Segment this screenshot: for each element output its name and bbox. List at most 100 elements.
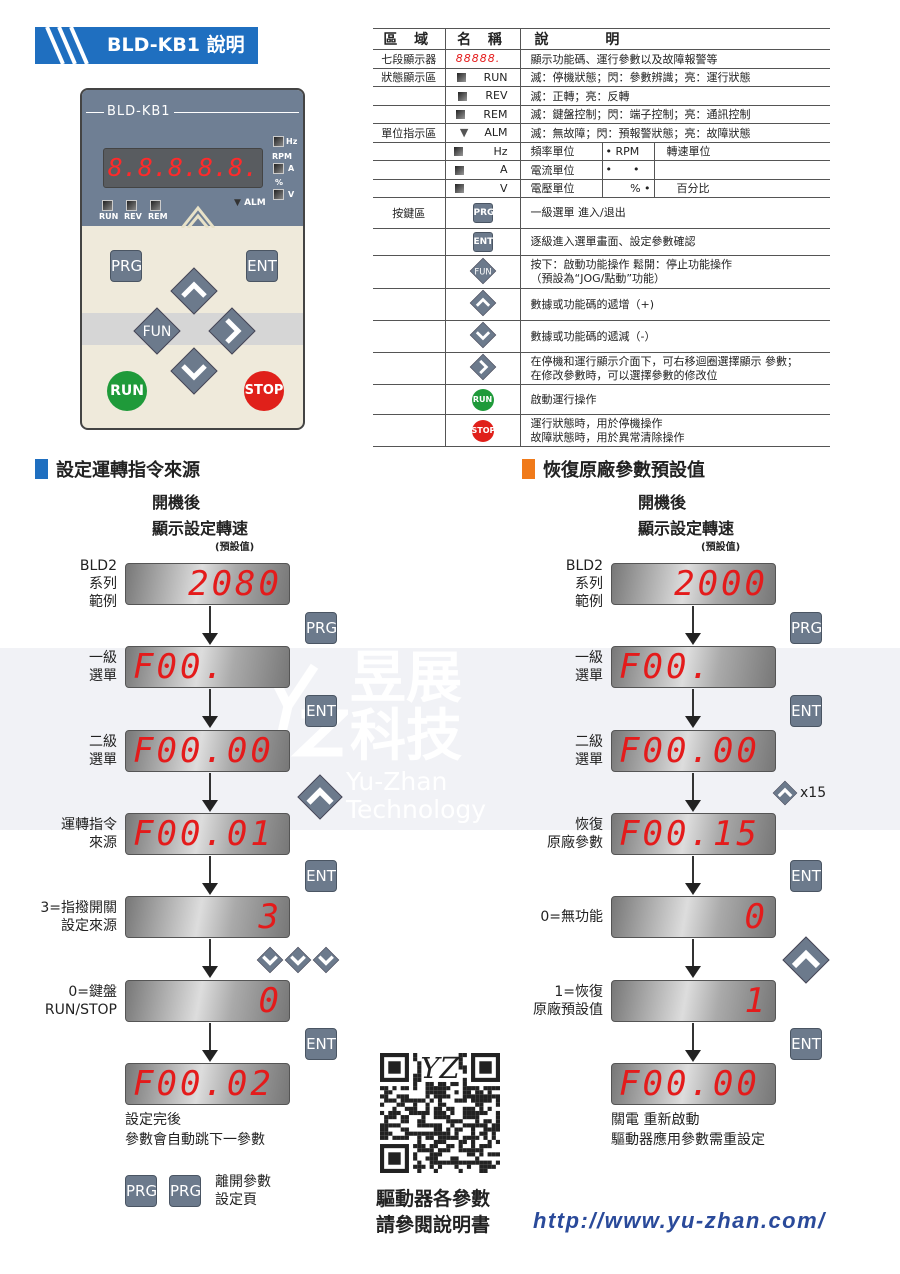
label-line: 系列 <box>89 576 117 592</box>
exit-label-line: 設定頁 <box>215 1192 257 1208</box>
qr-logo: YZ <box>420 1053 460 1085</box>
seven-segment-display: F00.00 <box>619 1064 760 1104</box>
step-display: F00.00 <box>611 730 776 772</box>
step-display: 2080 <box>125 563 290 605</box>
triangle-icon: ▼ <box>459 126 469 140</box>
rem-led-label: REM <box>148 212 168 221</box>
arrow-head-icon <box>685 633 701 645</box>
right-section-heading: 恢復原廠參數預設值 <box>522 456 705 482</box>
ent-key[interactable]: ENT <box>246 250 278 282</box>
step-display: F00.00 <box>611 1063 776 1105</box>
prg-button[interactable]: PRG <box>305 612 337 644</box>
qr-caption: 驅動器各參數 請參閱說明書 <box>376 1186 490 1238</box>
ent-button[interactable]: ENT <box>790 860 822 892</box>
alm-indicator: ▼ ALM <box>234 198 266 208</box>
fun-key[interactable]: FUN <box>132 306 182 356</box>
ent-button[interactable]: ENT <box>790 1028 822 1060</box>
led-icon <box>458 91 468 101</box>
row-key: ENT <box>445 228 521 256</box>
prg-button[interactable]: PRG <box>169 1175 201 1207</box>
website-link[interactable]: http://www.yu-zhan.com/ <box>533 1208 826 1233</box>
ent-button[interactable]: ENT <box>305 1028 337 1060</box>
hz-led <box>273 136 284 147</box>
row-desc: 在停機和運行顯示介面下，可右移迴圈選擇顯示 參數；在修改參數時，可以選擇參數的修… <box>520 352 830 385</box>
row-name: 88888. <box>445 49 521 69</box>
down-button[interactable] <box>284 946 312 974</box>
label-line: 原廠預設值 <box>533 1002 603 1018</box>
right-key[interactable] <box>207 306 257 356</box>
stop-key[interactable]: STOP <box>244 371 284 411</box>
ent-button[interactable]: ENT <box>305 860 337 892</box>
desc-line: 故障狀態時，用於異常清除操作 <box>530 430 685 444</box>
panel-band <box>82 313 303 345</box>
arrow-head-icon <box>202 883 218 895</box>
row-key: RUN <box>445 384 521 415</box>
led-icon <box>454 184 464 194</box>
row-desc: 一級選單 進入/退出 <box>520 197 830 229</box>
header-desc: 說 明 <box>520 28 830 50</box>
seven-segment-display: F00.15 <box>619 814 760 854</box>
table-row: 在停機和運行顯示介面下，可右移迴圈選擇顯示 參數；在修改參數時，可以選擇參數的修… <box>373 352 830 385</box>
top-line: 開機後 <box>638 493 687 512</box>
step-display: F00. <box>125 646 290 688</box>
row-area <box>373 352 446 385</box>
row-extra <box>654 160 830 180</box>
row-name: ALM <box>484 126 508 140</box>
up-button[interactable] <box>781 935 831 985</box>
row-sub: • • <box>602 160 655 180</box>
row-key <box>445 320 521 353</box>
table-row: 數據或功能碼的遞增（+) <box>373 288 830 321</box>
ent-button[interactable]: ENT <box>790 695 822 727</box>
row-name: A <box>499 163 508 177</box>
label-line: RUN/STOP <box>44 1002 117 1018</box>
down-button[interactable] <box>256 946 284 974</box>
down-key[interactable] <box>169 346 219 396</box>
row-extra: 百分比 <box>654 179 830 198</box>
flow-arrow <box>209 856 211 884</box>
step-display: F00. <box>611 646 776 688</box>
up-button[interactable] <box>772 780 798 806</box>
label-line: 原廠參數 <box>547 835 603 851</box>
prg-button[interactable]: PRG <box>790 612 822 644</box>
row-key: PRG <box>445 197 521 229</box>
up-key[interactable] <box>169 266 219 316</box>
prg-key[interactable]: PRG <box>110 250 142 282</box>
caption-line: 設定完後 <box>125 1112 181 1128</box>
row-key <box>445 288 521 321</box>
row-area <box>373 384 446 415</box>
fun-key-icon: FUN <box>469 257 496 284</box>
row-desc: 滅：鍵盤控制；閃：端子控制；亮：通訊控制 <box>520 105 830 124</box>
row-area <box>373 228 446 256</box>
rem-led <box>150 200 161 211</box>
caption-line: 關電 重新啟動 <box>611 1112 700 1128</box>
flow-arrow <box>209 773 211 801</box>
label-line: 恢復 <box>575 817 603 833</box>
label-line: 選單 <box>89 668 117 684</box>
ent-button[interactable]: ENT <box>305 695 337 727</box>
unit-hz: Hz <box>286 137 298 146</box>
prg-button[interactable]: PRG <box>125 1175 157 1207</box>
run-key[interactable]: RUN <box>107 371 147 411</box>
row-sub: • RPM <box>602 142 655 161</box>
step-display: 1 <box>611 980 776 1022</box>
row-name: RUN <box>483 70 508 84</box>
step-display: 0 <box>125 980 290 1022</box>
down-button[interactable] <box>312 946 340 974</box>
step-label: 3=指撥開關設定來源 <box>7 899 117 935</box>
arrow-head-icon <box>685 800 701 812</box>
label-line: 二級 <box>575 734 603 750</box>
row-desc: 啟動運行操作 <box>520 384 830 415</box>
up-button[interactable] <box>296 773 344 821</box>
desc-line: 在修改參數時，可以選擇參數的修改位 <box>530 368 718 382</box>
row-area: 按鍵區 <box>373 197 446 229</box>
flow-arrow <box>692 773 694 801</box>
